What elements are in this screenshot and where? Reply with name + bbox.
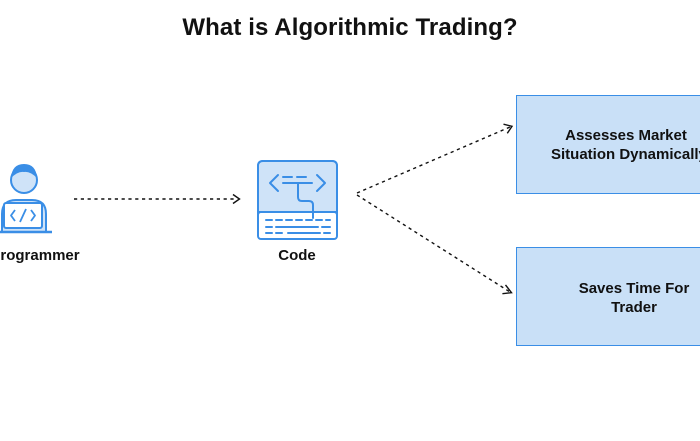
code-icon [257, 160, 338, 240]
outcome-box-line: Saves Time For [578, 280, 690, 297]
edge-code-to-outcome-2 [356, 194, 513, 295]
outcome-box-line: Assesses Market [565, 127, 687, 144]
diagram-title: What is Algorithmic Trading? [182, 14, 518, 41]
outcome-box-line: Trader [611, 299, 657, 316]
outcome-box-assesses-market: Assesses Market Situation Dynamically [516, 95, 700, 194]
code-label: Code [278, 247, 316, 264]
programmer-label: Programmer [0, 247, 80, 264]
edge-code-to-outcome-1 [356, 123, 514, 194]
edge-programmer-to-code [74, 193, 241, 205]
outcome-box-text: Saves Time For Trader [569, 279, 699, 317]
outcome-box-text: Assesses Market Situation Dynamically [551, 126, 700, 164]
outcome-box-saves-time: Saves Time For Trader [516, 247, 700, 346]
programmer-icon [0, 164, 52, 234]
outcome-box-line: Situation Dynamically [551, 146, 700, 163]
